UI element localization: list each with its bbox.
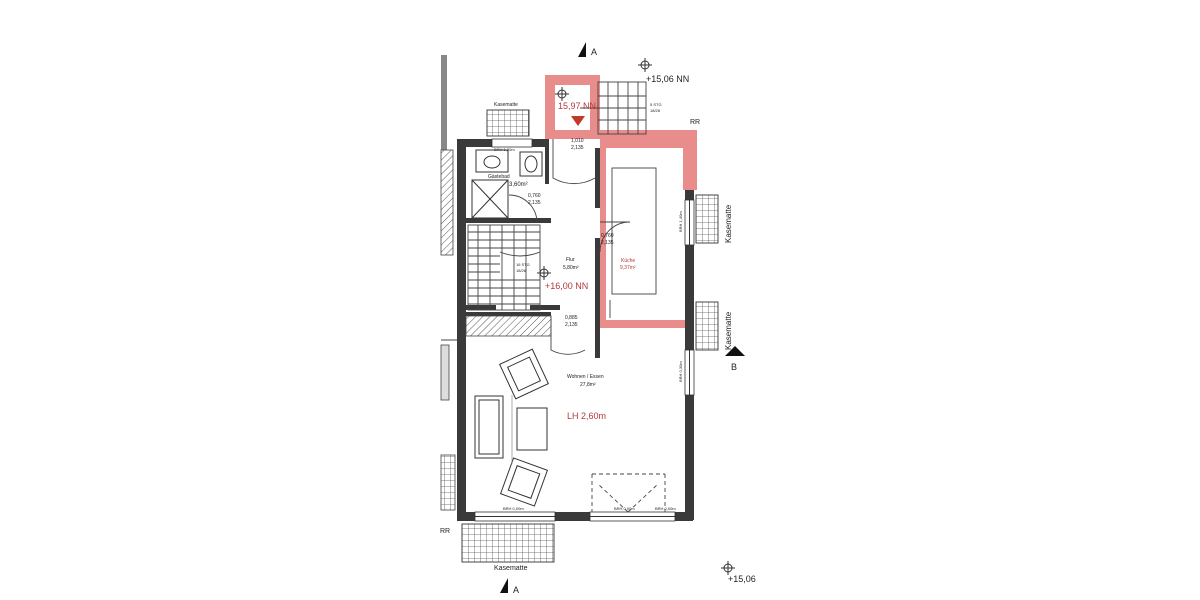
level-marker-bottom-icon: [721, 561, 735, 575]
brh-right-upper-label: BRH 1,40m: [678, 211, 683, 232]
interior-walls: [466, 139, 600, 358]
stairs-outside-steps: 5 STG: [650, 102, 662, 107]
level-marker-entrance-icon: [555, 87, 569, 101]
level-terrace-bottom: +15,06: [728, 574, 756, 584]
section-a-top-icon: [578, 42, 586, 57]
kitchen-highlight: [600, 139, 697, 328]
door-kitchen-width: 0,760: [601, 233, 614, 239]
kasematte-grids: [461, 109, 719, 563]
rr-bottom-label: RR: [440, 528, 450, 535]
bathroom-fixtures: [471, 149, 543, 219]
door-living-width: 0,885: [565, 315, 578, 321]
room-kitchen-area: 9,37m²: [620, 265, 636, 271]
section-b-icon: [725, 346, 745, 356]
entrance-highlight: [545, 75, 697, 139]
section-a-top-label: A: [591, 47, 597, 57]
kasematte-right-upper-label: Kasematte: [724, 204, 733, 243]
room-hall-name: Flur: [566, 257, 575, 263]
section-b-label: B: [731, 362, 737, 372]
door-entrance-width: 1,010: [571, 138, 584, 144]
rr-top-label: RR: [690, 119, 700, 126]
windows: [474, 138, 695, 522]
neighbour-house: [440, 55, 458, 511]
brh-bottom-left-label: BRH 0,00m: [503, 506, 524, 511]
level-entrance: 15,97 NN: [558, 101, 596, 111]
kasematte-bottom-label: Kasematte: [494, 565, 528, 572]
door-living-height: 2,135: [565, 322, 578, 328]
level-marker-top-icon: [638, 58, 652, 72]
interior-staircase: [467, 224, 541, 311]
level-terrace-top: +15,06 NN: [646, 74, 689, 84]
level-marker-floor-icon: [537, 266, 551, 280]
section-a-bottom-icon: [500, 578, 508, 593]
living-furniture: [474, 348, 550, 507]
door-entrance-height: 2,135: [571, 145, 584, 151]
door-kitchen-height: 2,135: [601, 240, 614, 246]
room-guest-wc-area: 3,60m²: [509, 182, 528, 188]
room-kitchen-name: Küche: [621, 258, 635, 264]
storage-strip: [465, 315, 552, 337]
ceiling-height-label: LH 2,60m: [567, 411, 606, 421]
kasematte-top-label: Kasematte: [494, 102, 518, 108]
door-wc-height: 2,135: [528, 200, 541, 206]
brh-top-label: BRH 1,20m: [494, 147, 515, 152]
room-living-name: Wohnen / Essen: [567, 374, 604, 380]
entrance-arrow-icon: [571, 116, 585, 126]
kasematte-right-lower-label: Kasematte: [724, 311, 733, 350]
brh-right-lower-label: BRH 0,30m: [678, 361, 683, 382]
door-wc-width: 0,760: [528, 193, 541, 199]
door-swings: [508, 139, 631, 355]
terrace-doors: [591, 473, 666, 513]
room-guest-wc-name: Gästebad: [488, 174, 510, 180]
section-a-bottom-label: A: [513, 585, 519, 595]
room-living-area: 27,8m²: [580, 382, 596, 388]
kitchen-counter: [611, 167, 657, 295]
level-floor: +16,00 NN: [545, 281, 588, 291]
stairs-inside-size: 18/26: [516, 268, 527, 273]
stairs-outside-size: 18/28: [650, 108, 661, 113]
room-hall-area: 5,80m²: [563, 265, 579, 271]
outside-steps: [580, 81, 647, 135]
brh-bottom-right-label: BRH 0,00m: [655, 506, 676, 511]
stairs-inside-steps: 16 STG: [516, 262, 530, 267]
brh-bottom-mid-label: BRH 0,00m: [614, 506, 635, 511]
